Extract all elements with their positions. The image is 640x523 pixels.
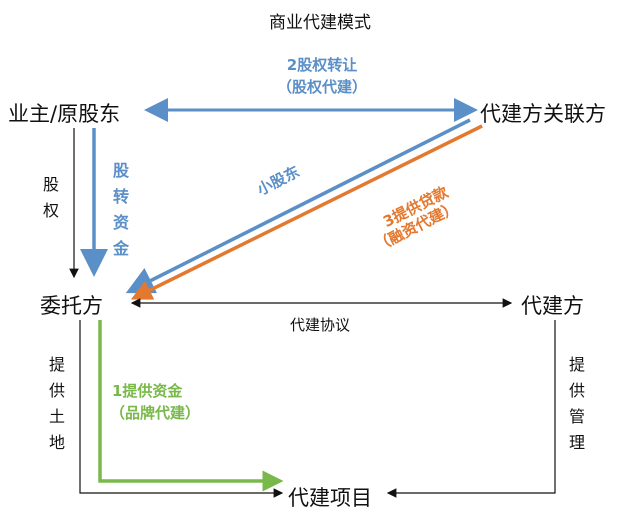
label-agreement: 代建协议 [289,316,350,334]
node-owner: 业主/原股东 [8,102,121,126]
label-provide-capital: 1提供资金 [112,382,183,400]
node-builder: 代建方 [521,294,584,318]
brand-capital-arrow [98,320,284,492]
label-provide-land: 提供土地 [48,355,65,452]
label-equity-transfer-note: （股权代建） [276,78,367,96]
node-related-party: 代建方关联方 [480,102,606,126]
label-equity: 股权 [42,175,59,220]
minor-shareholder-arrow [125,118,471,294]
label-provide-management: 提供管理 [568,355,585,452]
label-equity-transfer: 2股权转让 [286,56,358,74]
node-project: 代建项目 [288,486,372,510]
diagram-title: 商业代建模式 [269,13,371,33]
loan-arrow [130,124,483,300]
land-arrow [79,320,284,498]
label-provide-capital-note: （品牌代建） [110,404,201,422]
node-trustor: 委托方 [40,294,103,318]
management-arrow [386,320,556,498]
label-equity-to-capital: 股转资金 [112,161,129,258]
